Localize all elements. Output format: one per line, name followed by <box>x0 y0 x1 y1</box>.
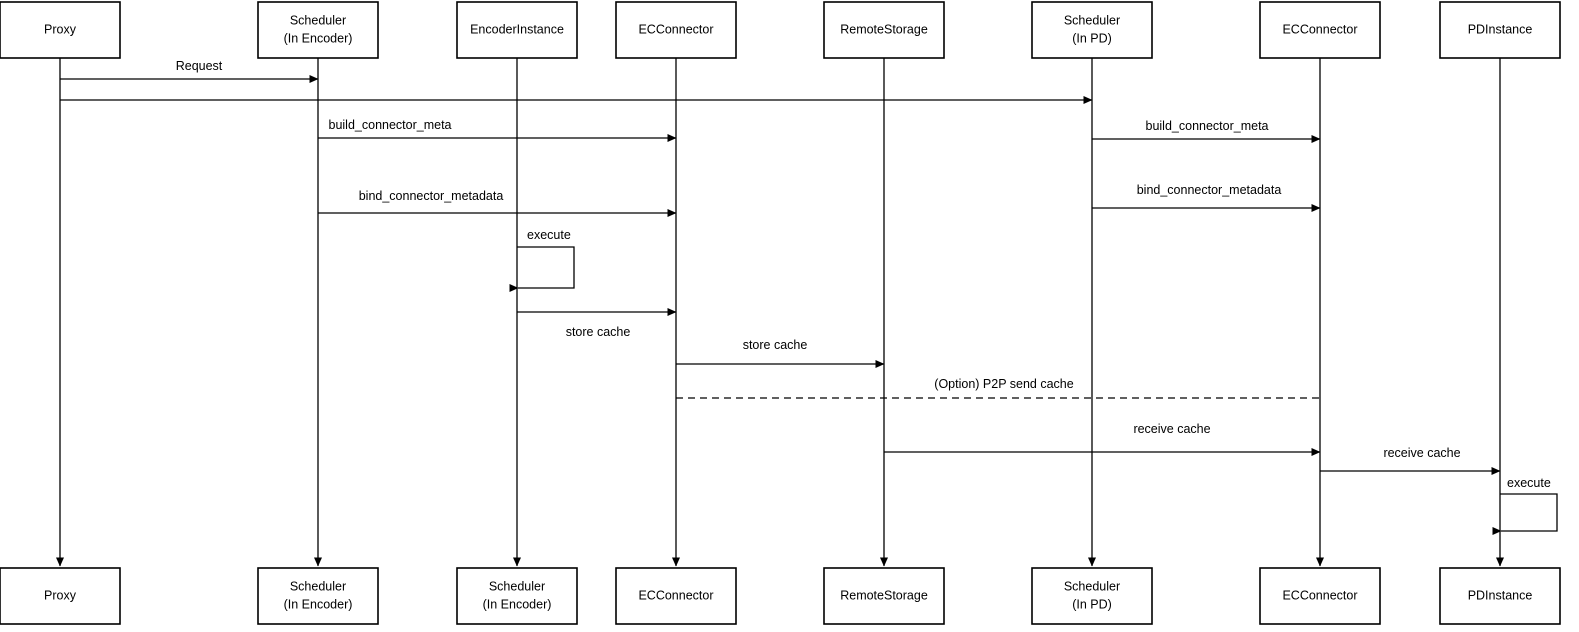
participant-label-line1: Scheduler <box>1064 579 1120 593</box>
participant-box-outline <box>0 567 121 625</box>
message-m8[interactable]: store cache <box>676 338 885 368</box>
message-label: bind_connector_metadata <box>359 189 504 203</box>
message-m5[interactable]: bind_connector_metadata <box>318 189 677 217</box>
participant-label-line2: (In PD) <box>1072 597 1112 611</box>
participant-label-line1: Scheduler <box>1064 13 1120 27</box>
self-message-label: execute <box>1507 476 1551 490</box>
self-message-path <box>509 246 575 292</box>
participant-label-line1: PDInstance <box>1468 588 1533 602</box>
message-m9[interactable]: (Option) P2P send cache <box>676 377 1320 399</box>
participant-box-ec-connector-right-bottom[interactable]: ECConnector <box>1259 567 1381 625</box>
participant-box-outline <box>823 567 945 625</box>
participant-label-line1: EncoderInstance <box>470 22 564 36</box>
participant-label-line1: Scheduler <box>290 579 346 593</box>
participant-label-line1: ECConnector <box>638 22 713 36</box>
message-label: bind_connector_metadata <box>1137 183 1282 197</box>
participant-box-scheduler-encoder-bottom[interactable]: Scheduler (In Encoder) <box>257 567 379 625</box>
participant-box-outline <box>1439 1 1561 59</box>
message-label: store cache <box>566 325 631 339</box>
participant-label-line1: Proxy <box>44 588 77 602</box>
participant-label-line1: PDInstance <box>1468 22 1533 36</box>
participant-box-ec-connector-left-bottom[interactable]: ECConnector <box>615 567 737 625</box>
participant-label-line1: Scheduler <box>290 13 346 27</box>
participant-box-ec-connector-left-top[interactable]: ECConnector <box>615 1 737 59</box>
message-m4[interactable]: build_connector_meta <box>1092 119 1321 143</box>
message-label: build_connector_meta <box>329 118 452 132</box>
message-m7[interactable]: store cache <box>517 308 677 339</box>
participant-box-remote-storage-top[interactable]: RemoteStorage <box>823 1 945 59</box>
participant-label-line1: Scheduler <box>489 579 545 593</box>
self-message-label: execute <box>527 228 571 242</box>
participant-box-pd-instance-top[interactable]: PDInstance <box>1439 1 1561 59</box>
participant-box-outline <box>823 1 945 59</box>
participant-boxes-top: Proxy Scheduler (In Encoder) EncoderInstanc… <box>0 1 1561 59</box>
participant-label-line1: RemoteStorage <box>840 22 928 36</box>
participant-box-outline <box>456 567 578 625</box>
participant-box-encoder-instance-top[interactable]: EncoderInstance <box>456 1 578 59</box>
participant-box-outline <box>615 567 737 625</box>
message-label: (Option) P2P send cache <box>934 377 1073 391</box>
participant-box-outline <box>1259 567 1381 625</box>
self-messages-layer: execute execute <box>509 228 1558 535</box>
message-label: build_connector_meta <box>1146 119 1269 133</box>
participant-box-scheduler-encoder-top[interactable]: Scheduler (In Encoder) <box>257 1 379 59</box>
message-label: store cache <box>743 338 808 352</box>
participant-box-remote-storage-bottom[interactable]: RemoteStorage <box>823 567 945 625</box>
participant-box-proxy-bottom[interactable]: Proxy <box>0 567 121 625</box>
participant-box-outline <box>257 1 379 59</box>
participant-box-outline <box>615 1 737 59</box>
participant-box-ec-connector-right-top[interactable]: ECConnector <box>1259 1 1381 59</box>
participant-box-outline <box>0 1 121 59</box>
messages-layer: Request build_connector_meta build_connect… <box>60 59 1501 475</box>
participant-label-line2: (In Encoder) <box>284 31 353 45</box>
message-m3[interactable]: build_connector_meta <box>318 118 677 142</box>
participant-box-scheduler-pd-top[interactable]: Scheduler (In PD) <box>1031 1 1153 59</box>
self-message-s2[interactable]: execute <box>1492 476 1558 535</box>
participant-box-pd-instance-bottom[interactable]: PDInstance <box>1439 567 1561 625</box>
lifelines-layer <box>56 58 1504 567</box>
participant-label-line1: ECConnector <box>1282 22 1357 36</box>
message-m11[interactable]: receive cache <box>1320 446 1501 475</box>
message-m6[interactable]: bind_connector_metadata <box>1092 183 1321 212</box>
participant-box-outline <box>1259 1 1381 59</box>
message-m1[interactable]: Request <box>60 59 319 83</box>
participant-label-line1: Proxy <box>44 22 77 36</box>
self-message-path <box>1492 493 1558 535</box>
participant-label-line2: (In Encoder) <box>284 597 353 611</box>
participant-box-outline <box>1031 1 1153 59</box>
message-label: receive cache <box>1133 422 1210 436</box>
message-label: Request <box>176 59 223 73</box>
participant-box-outline <box>456 1 578 59</box>
participant-box-proxy-top[interactable]: Proxy <box>0 1 121 59</box>
participant-label-line1: ECConnector <box>1282 588 1357 602</box>
message-m10[interactable]: receive cache <box>884 422 1321 456</box>
participant-label-line2: (In Encoder) <box>483 597 552 611</box>
participant-label-line1: ECConnector <box>638 588 713 602</box>
participant-box-scheduler-encoder-2-bottom[interactable]: Scheduler (In Encoder) <box>456 567 578 625</box>
participant-label-line2: (In PD) <box>1072 31 1112 45</box>
participant-box-outline <box>257 567 379 625</box>
self-message-s1[interactable]: execute <box>509 228 575 292</box>
participant-box-outline <box>1439 567 1561 625</box>
message-label: receive cache <box>1383 446 1460 460</box>
participant-box-outline <box>1031 567 1153 625</box>
participant-label-line1: RemoteStorage <box>840 588 928 602</box>
participant-boxes-bottom: Proxy Scheduler (In Encoder) Scheduler (In E… <box>0 567 1561 625</box>
participant-box-scheduler-pd-bottom[interactable]: Scheduler (In PD) <box>1031 567 1153 625</box>
